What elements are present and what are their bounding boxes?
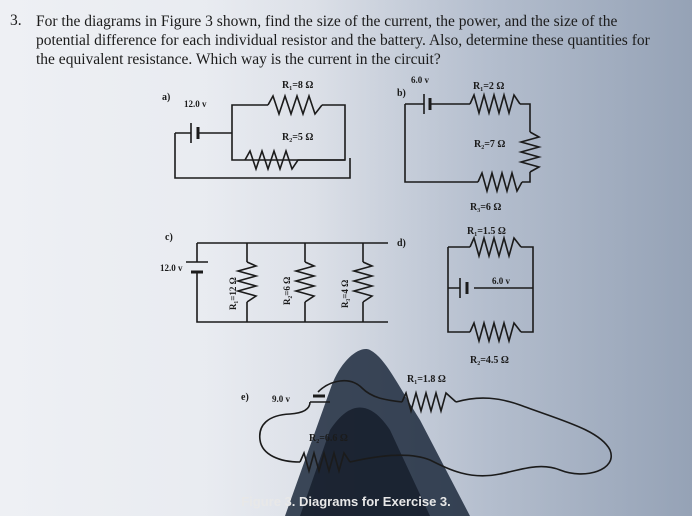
diagram-b-r1-label: R₁=2 Ω: [473, 81, 504, 92]
diagram-c-battery-label: 12.0 v: [160, 263, 183, 273]
diagram-a-wires: [174, 104, 351, 179]
diagram-c-label: c): [165, 232, 173, 243]
diagram-e: e) 9.0 v R₁=1.8 Ω R₂=6.6 Ω: [241, 374, 613, 477]
diagram-e-battery-label: 9.0 v: [272, 394, 291, 404]
diagram-e-wire-loop: [259, 380, 613, 477]
diagram-a-battery-label: 12.0 v: [184, 99, 207, 109]
diagram-d-wires: [447, 246, 534, 333]
question-text: For the diagrams in Figure 3 shown, find…: [36, 12, 686, 69]
diagram-d-battery-label: 6.0 v: [492, 276, 511, 286]
diagram-d-r2-resistor: [469, 320, 522, 344]
diagram-b-r2-resistor: [518, 131, 542, 173]
diagram-b-label: b): [397, 88, 406, 99]
diagram-b-r3-resistor: [477, 170, 523, 194]
diagram-c-r1-resistor: [235, 261, 259, 303]
diagram-e-label: e): [241, 392, 249, 403]
diagram-c-r2-resistor: [293, 261, 317, 303]
diagram-a-r1-label: R₁=8 Ω: [282, 80, 313, 91]
diagram-d-r1-label: R₁=1.5 Ω: [467, 226, 506, 237]
question-number: 3.: [10, 12, 22, 29]
diagram-c: c) 12.0 v R₁=12 Ω R₂=6 Ω R₃=4 Ω: [160, 232, 388, 323]
diagram-c-r3-resistor: [351, 261, 375, 303]
diagram-a-r2-resistor: [244, 148, 345, 172]
diagram-d: d) R₁=1.5 Ω 6.0 v R₂=4.5 Ω: [397, 226, 534, 366]
diagram-d-r2-label: R₂=4.5 Ω: [470, 355, 509, 366]
diagram-c-r1-label: R₁=12 Ω: [228, 277, 238, 310]
diagram-b-battery-label: 6.0 v: [411, 75, 430, 85]
diagram-b: b) 6.0 v R₁=2 Ω R₂=7 Ω R₃=6 Ω: [397, 75, 542, 213]
diagram-a-label: a): [162, 92, 170, 103]
diagram-a: a) 12.0 v R₁=8 Ω R₂=5 Ω: [162, 80, 351, 179]
diagram-c-r2-label: R₂=6 Ω: [282, 277, 292, 305]
diagram-e-r1-label: R₁=1.8 Ω: [407, 374, 446, 385]
diagram-e-r2-label: R₂=6.6 Ω: [309, 433, 348, 444]
figure-caption: Figure 3. Diagrams for Exercise 3.: [241, 494, 451, 509]
diagram-b-r3-label: R₃=6 Ω: [470, 202, 501, 213]
diagram-e-r1-resistor: [401, 390, 457, 414]
diagram-b-r1-resistor: [469, 92, 521, 116]
diagram-d-r1-resistor: [469, 235, 522, 259]
diagram-a-r1-resistor: [267, 93, 323, 117]
diagram-b-wires: [404, 103, 531, 183]
diagram-a-r2-label: R₂=5 Ω: [282, 132, 313, 143]
diagram-b-r2-label: R₂=7 Ω: [474, 139, 505, 150]
question-line-3: the equivalent resistance. Which way is …: [36, 51, 441, 68]
question-line-1: For the diagrams in Figure 3 shown, find…: [36, 13, 618, 30]
diagram-c-r3-label: R₃=4 Ω: [340, 280, 350, 308]
diagram-e-r2-resistor: [299, 450, 351, 474]
diagram-d-label: d): [397, 238, 406, 249]
question-line-2: potential difference for each individual…: [36, 32, 650, 49]
diagram-c-wires: [196, 242, 388, 323]
